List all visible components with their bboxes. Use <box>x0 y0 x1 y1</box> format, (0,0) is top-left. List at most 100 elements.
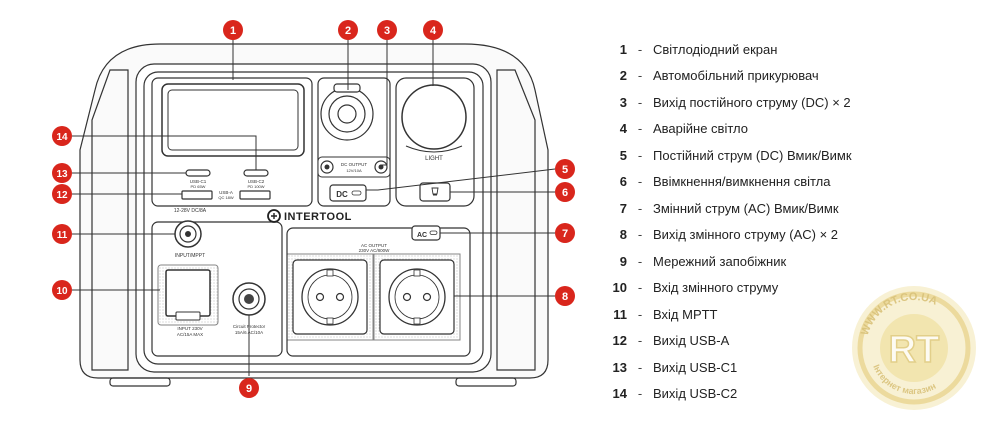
ac-input-port: INPUT 230V AC/15A MAX <box>157 264 219 337</box>
legend-item-10: 10-Вхід змінного струму <box>605 275 980 302</box>
svg-text:10: 10 <box>56 286 68 297</box>
svg-text:14: 14 <box>56 132 68 143</box>
legend-item-2: 2-Автомобільний прикурювач <box>605 63 980 90</box>
svg-text:4: 4 <box>430 25 437 37</box>
leader-lines <box>72 40 556 376</box>
legend-num: 3 <box>619 94 627 110</box>
legend-text: Ввімкнення/вимкнення світла <box>653 174 831 190</box>
bulb-icon <box>431 187 439 196</box>
legend-item-5: 5-Постійний струм (DC) Вмик/Вимк <box>605 142 980 169</box>
watermark-logo: RT <box>889 329 940 371</box>
legend-text: Постійний струм (DC) Вмик/Вимк <box>653 147 852 163</box>
svg-text:5: 5 <box>562 164 568 176</box>
legend: 1-Світлодіодний екран 2-Автомобільний пр… <box>605 36 980 407</box>
usb-a-rating: QC 18W <box>218 195 234 200</box>
callout-8: 8 <box>555 286 575 306</box>
svg-text:12: 12 <box>56 190 68 201</box>
callout-6: 6 <box>555 182 575 202</box>
usb-a-ports: USB-A QC 18W <box>181 190 271 200</box>
legend-item-4: 4-Аварійне світло <box>605 116 980 143</box>
svg-text:9: 9 <box>246 383 252 395</box>
callout-10: 10 <box>52 280 72 300</box>
callout-13: 13 <box>52 163 72 183</box>
light-button[interactable] <box>419 182 451 202</box>
power-station-diagram: USB-C1 PD 65W USB-C2 PD 100W USB-A QC 18… <box>52 20 575 398</box>
legend-num: 12 <box>612 333 627 349</box>
legend-text: Вихід USB-A <box>653 333 730 349</box>
legend-item-14: 14-Вихід USB-C2 <box>605 381 980 408</box>
legend-text: Вихід USB-C1 <box>653 359 738 375</box>
legend-num: 7 <box>619 200 627 216</box>
legend-text: Вхід змінного струму <box>653 280 779 296</box>
legend-item-9: 9-Мережний запобіжник <box>605 248 980 275</box>
legend-item-8: 8-Вихід змінного струму (AC) × 2 <box>605 222 980 249</box>
svg-text:1: 1 <box>230 25 236 37</box>
callout-14: 14 <box>52 126 72 146</box>
mppt-label: INPUT/MPPT <box>175 253 205 259</box>
legend-num: 1 <box>619 41 627 57</box>
light-label: LIGHT <box>425 156 443 162</box>
ac-input-rating2: AC/15A MAX <box>177 332 203 337</box>
ac-output-rating: 230V AC/800W <box>359 248 391 253</box>
ac-input-rating: INPUT 230V <box>177 326 202 331</box>
legend-text: Аварійне світло <box>653 121 748 137</box>
svg-text:13: 13 <box>56 169 68 180</box>
svg-text:6: 6 <box>562 187 568 199</box>
ac-button-label: AC <box>417 232 427 239</box>
callout-5: 5 <box>555 159 575 179</box>
svg-text:2: 2 <box>345 25 351 37</box>
ac-outlet-1 <box>286 253 374 341</box>
legend-text: Вихід USB-C2 <box>653 386 738 402</box>
brand-logo: INTERTOOL <box>267 209 352 223</box>
legend-item-6: 6-Ввімкнення/вимкнення світла <box>605 169 980 196</box>
svg-text:8: 8 <box>562 291 568 303</box>
legend-num: 13 <box>612 359 627 375</box>
callout-1: 1 <box>223 20 243 40</box>
callout-11: 11 <box>52 224 72 244</box>
legend-text: Мережний запобіжник <box>653 253 787 269</box>
legend-text: Вихід постійного струму (DC) × 2 <box>653 94 851 110</box>
usb-a-label: USB-A <box>219 190 233 195</box>
usb-c2-label: USB-C2 <box>248 179 265 184</box>
legend-num: 6 <box>619 174 627 190</box>
legend-text: Світлодіодний екран <box>653 41 778 57</box>
ac-output-label-group: AC OUTPUT 230V AC/800W <box>359 243 391 253</box>
mppt-input-port: 12-28V DC/8A INPUT/MPPT <box>174 208 207 259</box>
ac-output-label: AC OUTPUT <box>361 243 387 248</box>
dc-output-rating: 12V/10A <box>346 168 362 173</box>
dc-power-button[interactable]: DC <box>329 184 367 202</box>
usb-c2-port: USB-C2 PD 100W <box>243 169 269 189</box>
usb-c2-rating: PD 100W <box>247 184 264 189</box>
ac-outlet-2 <box>373 253 461 341</box>
legend-num: 9 <box>619 253 627 269</box>
legend-num: 14 <box>612 386 627 402</box>
brand-name: INTERTOOL <box>284 211 352 223</box>
usb-c1-label: USB-C1 <box>190 179 207 184</box>
led-screen <box>161 83 305 157</box>
legend-item-11: 11-Вхід MPTT <box>605 301 980 328</box>
callout-4: 4 <box>423 20 443 40</box>
car-lighter-socket <box>320 83 374 141</box>
legend-item-7: 7-Змінний струм (AC) Вмик/Вимк <box>605 195 980 222</box>
callout-3: 3 <box>377 20 397 40</box>
legend-text: Вихід змінного струму (AC) × 2 <box>653 227 839 243</box>
svg-text:3: 3 <box>384 25 390 37</box>
legend-item-12: 12-Вихід USB-A <box>605 328 980 355</box>
mppt-rating: 12-28V DC/8A <box>174 208 207 214</box>
svg-text:7: 7 <box>562 228 568 240</box>
callout-7: 7 <box>555 223 575 243</box>
legend-num: 10 <box>612 280 627 296</box>
usb-c1-rating: PD 65W <box>191 184 206 189</box>
legend-num: 5 <box>619 147 627 163</box>
callout-2: 2 <box>338 20 358 40</box>
dc-output-label: DC OUTPUT <box>341 162 367 167</box>
ac-power-button[interactable]: AC <box>411 225 441 241</box>
emergency-light: LIGHT <box>401 84 467 162</box>
legend-num: 11 <box>613 306 627 322</box>
legend-text: Змінний струм (AC) Вмик/Вимк <box>653 200 839 216</box>
legend-item-3: 3-Вихід постійного струму (DC) × 2 <box>605 89 980 116</box>
legend-num: 4 <box>619 121 627 137</box>
dc-output-ports: DC OUTPUT 12V/10A <box>317 156 391 178</box>
legend-text: Автомобільний прикурювач <box>653 68 819 84</box>
legend-text: Вхід MPTT <box>653 306 718 322</box>
